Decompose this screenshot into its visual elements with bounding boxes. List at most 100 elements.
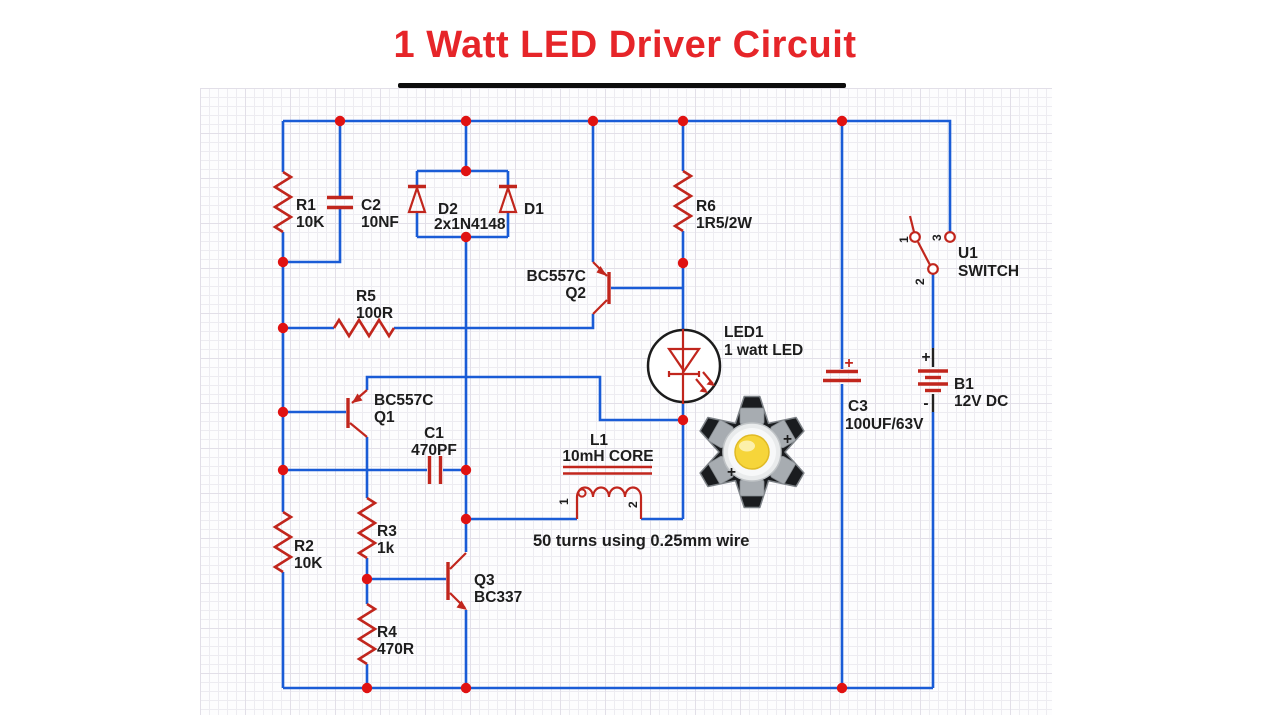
- u1-pin3-label: 3: [930, 234, 944, 241]
- q1-part: BC557C: [374, 392, 433, 409]
- resistor-symbol: [332, 317, 396, 339]
- junction-dot: [677, 257, 689, 269]
- d1-d2-value: 2x1N4148: [434, 216, 506, 233]
- solder-pad: [739, 479, 765, 497]
- r1-value: 10K: [296, 214, 325, 231]
- coil-symbol: [575, 486, 643, 498]
- solder-pad: [739, 407, 765, 425]
- transistor-q1: BC557C Q1: [346, 389, 433, 438]
- led1-ref: LED1: [724, 324, 764, 341]
- r4-ref: R4: [377, 624, 397, 641]
- r6-ref: R6: [696, 198, 716, 215]
- led1-symbol: LED1 1 watt LED: [646, 324, 803, 404]
- led1-value: 1 watt LED: [724, 342, 803, 359]
- junction-dot: [460, 513, 472, 525]
- junction-dot: [460, 231, 472, 243]
- transistor-q3: Q3 BC337: [446, 552, 522, 610]
- junction-dot: [361, 682, 373, 694]
- r3-ref: R3: [377, 523, 397, 540]
- resistor-symbol: [356, 602, 378, 666]
- wire-r5-row: [283, 314, 595, 330]
- resistor-r2: R2 10K: [272, 510, 323, 574]
- resistor-symbol: [272, 170, 294, 234]
- battery-b1: + - B1 12V DC: [918, 348, 1008, 412]
- resistor-r4: R4 470R: [356, 602, 414, 666]
- wire-q1-emitter-row: [365, 375, 683, 422]
- c1-ref: C1: [424, 425, 444, 442]
- capacitor-symbol: [427, 456, 443, 484]
- pnp-arrow: [352, 393, 363, 403]
- junction-dot: [277, 464, 289, 476]
- led-highlight: [739, 440, 755, 452]
- collector-lead: [592, 299, 608, 315]
- capacitor-c2: C2 10NF: [327, 195, 399, 231]
- c3-ref: C3: [848, 398, 868, 415]
- led-light-arrowhead-2: [706, 380, 715, 386]
- diode-symbol: [407, 184, 427, 214]
- r3-value: 1k: [377, 540, 395, 557]
- r2-ref: R2: [294, 538, 314, 555]
- junction-dot: [460, 464, 472, 476]
- wire-top-rail: [283, 119, 952, 232]
- switch-u1: 1 3 2 U1 SWITCH: [897, 215, 1019, 285]
- l1-pin1-label: 1: [557, 498, 571, 505]
- junction-dot: [361, 573, 373, 585]
- diode-symbol: [498, 184, 518, 214]
- polarity-dot: [577, 488, 587, 498]
- core-bars: [563, 465, 652, 475]
- l1-value: 10mH CORE: [562, 448, 653, 465]
- switch-lever: [917, 241, 931, 266]
- junction-dot: [460, 115, 472, 127]
- wiring: [281, 119, 952, 690]
- wire-c2-branch: [283, 121, 342, 264]
- b1-value: 12V DC: [954, 393, 1008, 410]
- c3-value: 100UF/63V: [845, 416, 924, 433]
- q1-ref: Q1: [374, 409, 395, 426]
- resistor-r6: R6 1R5/2W: [672, 169, 752, 233]
- resistor-symbol: [272, 510, 294, 574]
- junction-dot: [587, 115, 599, 127]
- resistor-r1: R1 10K: [272, 170, 325, 234]
- b1-plus-sign: +: [921, 349, 930, 366]
- led-cathode-bar: [667, 371, 701, 377]
- pcb-plus-mark: +: [727, 464, 736, 481]
- r6-value: 1R5/2W: [696, 215, 752, 232]
- led-light-arrowhead-1: [699, 387, 708, 393]
- title-underline: [398, 83, 846, 88]
- coil-pins: [575, 497, 643, 519]
- c3-plus-sign: +: [844, 355, 853, 372]
- capacitor-c3: + C3 100UF/63V: [823, 355, 924, 433]
- b1-minus-sign: -: [923, 395, 928, 412]
- r5-ref: R5: [356, 288, 376, 305]
- resistor-symbol: [356, 496, 378, 560]
- led-phosphor: [734, 434, 770, 470]
- capacitor-c1: C1 470PF: [411, 425, 457, 484]
- r2-value: 10K: [294, 555, 323, 572]
- resistor-r3: R3 1k: [356, 496, 397, 560]
- switch-pin3-contact: [944, 231, 956, 243]
- grid-paper: [200, 88, 1052, 715]
- junction-dot: [677, 414, 689, 426]
- q3-ref: Q3: [474, 572, 495, 589]
- led-photo: + +: [699, 395, 805, 509]
- junction-dot: [277, 322, 289, 334]
- page-title: 1 Watt LED Driver Circuit: [393, 24, 857, 66]
- c2-ref: C2: [361, 197, 381, 214]
- junction-dot: [334, 115, 346, 127]
- junction-dot: [277, 256, 289, 268]
- q2-ref: Q2: [565, 285, 586, 302]
- solder-pads: [708, 407, 796, 497]
- junction-dot: [460, 165, 472, 177]
- junction-dot: [460, 682, 472, 694]
- capacitor-plates: [823, 369, 861, 383]
- junction-dot: [836, 115, 848, 127]
- resistor-symbol: [672, 169, 694, 233]
- led-triangle: [666, 347, 702, 373]
- d2-ref: D2: [438, 201, 458, 218]
- u1-ref: U1: [958, 245, 978, 262]
- transistor-q2: BC557C Q2: [527, 261, 611, 315]
- c2-value: 10NF: [361, 214, 399, 231]
- pcb-plus-mark: +: [783, 431, 792, 448]
